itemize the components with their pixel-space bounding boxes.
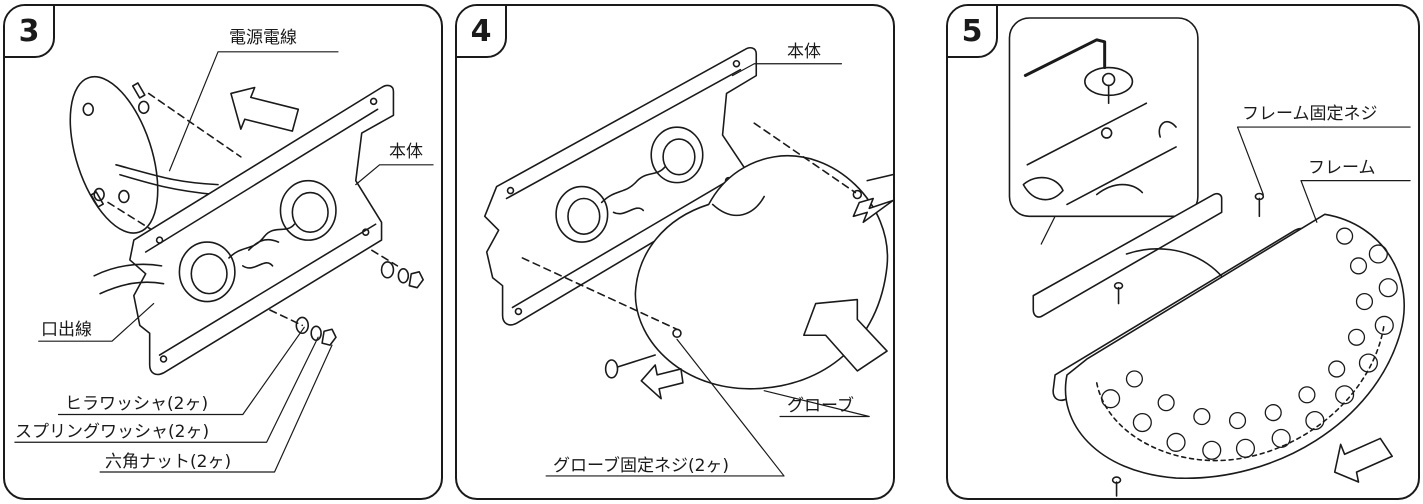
label-globe-screw: グローブ固定ネジ(2ヶ) bbox=[553, 456, 730, 476]
step-4-panel: 4 本体 グローブ グローブ固定ネジ(2ヶ) bbox=[455, 4, 895, 500]
body-plate bbox=[483, 47, 758, 326]
detail-inset bbox=[1008, 17, 1199, 218]
decorative-frame bbox=[1064, 213, 1405, 479]
label-body: 本体 bbox=[787, 42, 821, 62]
label-power-wire: 電源電線 bbox=[229, 28, 297, 48]
label-body: 本体 bbox=[389, 142, 423, 162]
arrow-large bbox=[803, 298, 888, 372]
arrow-upper bbox=[852, 197, 893, 224]
step-5-illustration bbox=[1008, 17, 1411, 497]
step-number-4: 4 bbox=[457, 6, 507, 58]
hardware-set-upper bbox=[380, 261, 424, 289]
lead-wire bbox=[93, 263, 165, 295]
leader-lines bbox=[14, 51, 434, 473]
body-plate bbox=[129, 84, 395, 376]
power-wire bbox=[115, 164, 219, 196]
frame-screw-bottom bbox=[1111, 476, 1122, 497]
globe-screw-upper bbox=[866, 173, 893, 182]
label-lead-wire: 口出線 bbox=[41, 320, 92, 340]
socket-right bbox=[279, 179, 337, 241]
label-flat-washer: ヒラワッシャ(2ヶ) bbox=[65, 394, 209, 414]
leader-lines bbox=[1236, 126, 1411, 223]
step-5-panel: 5 フレーム固定ネジ フレーム bbox=[946, 4, 1420, 500]
leader-lines bbox=[545, 63, 870, 477]
label-frame-screw: フレーム固定ネジ bbox=[1242, 104, 1378, 124]
assembly-lines bbox=[521, 122, 857, 331]
direction-arrow bbox=[1333, 437, 1394, 483]
step-number-5: 5 bbox=[948, 6, 998, 58]
step-number-3: 3 bbox=[5, 6, 55, 58]
frame-screw-top bbox=[1254, 192, 1265, 218]
step-3-illustration bbox=[14, 51, 434, 473]
frame-screw-mid bbox=[1113, 281, 1124, 305]
label-spring-washer: スプリングワッシャ(2ヶ) bbox=[15, 422, 210, 442]
label-globe: グローブ bbox=[787, 396, 854, 416]
globe-screw-lower bbox=[604, 354, 656, 379]
step-4-illustration bbox=[483, 47, 893, 477]
step-3-panel: 3 電源電線 本体 口出線 ヒラワッシャ(2ヶ) スプリングワッシャ(2ヶ) 六… bbox=[3, 4, 443, 500]
socket-left bbox=[178, 241, 236, 303]
label-frame: フレーム bbox=[1308, 158, 1376, 178]
internal-wiring bbox=[600, 165, 666, 215]
socket-left bbox=[555, 185, 609, 243]
arrow-lower bbox=[640, 364, 684, 400]
socket-right bbox=[650, 126, 704, 184]
ceiling-plate bbox=[69, 75, 159, 234]
label-hex-nut: 六角ナット(2ヶ) bbox=[105, 452, 232, 472]
internal-wiring bbox=[228, 223, 296, 269]
direction-arrow bbox=[230, 86, 300, 132]
